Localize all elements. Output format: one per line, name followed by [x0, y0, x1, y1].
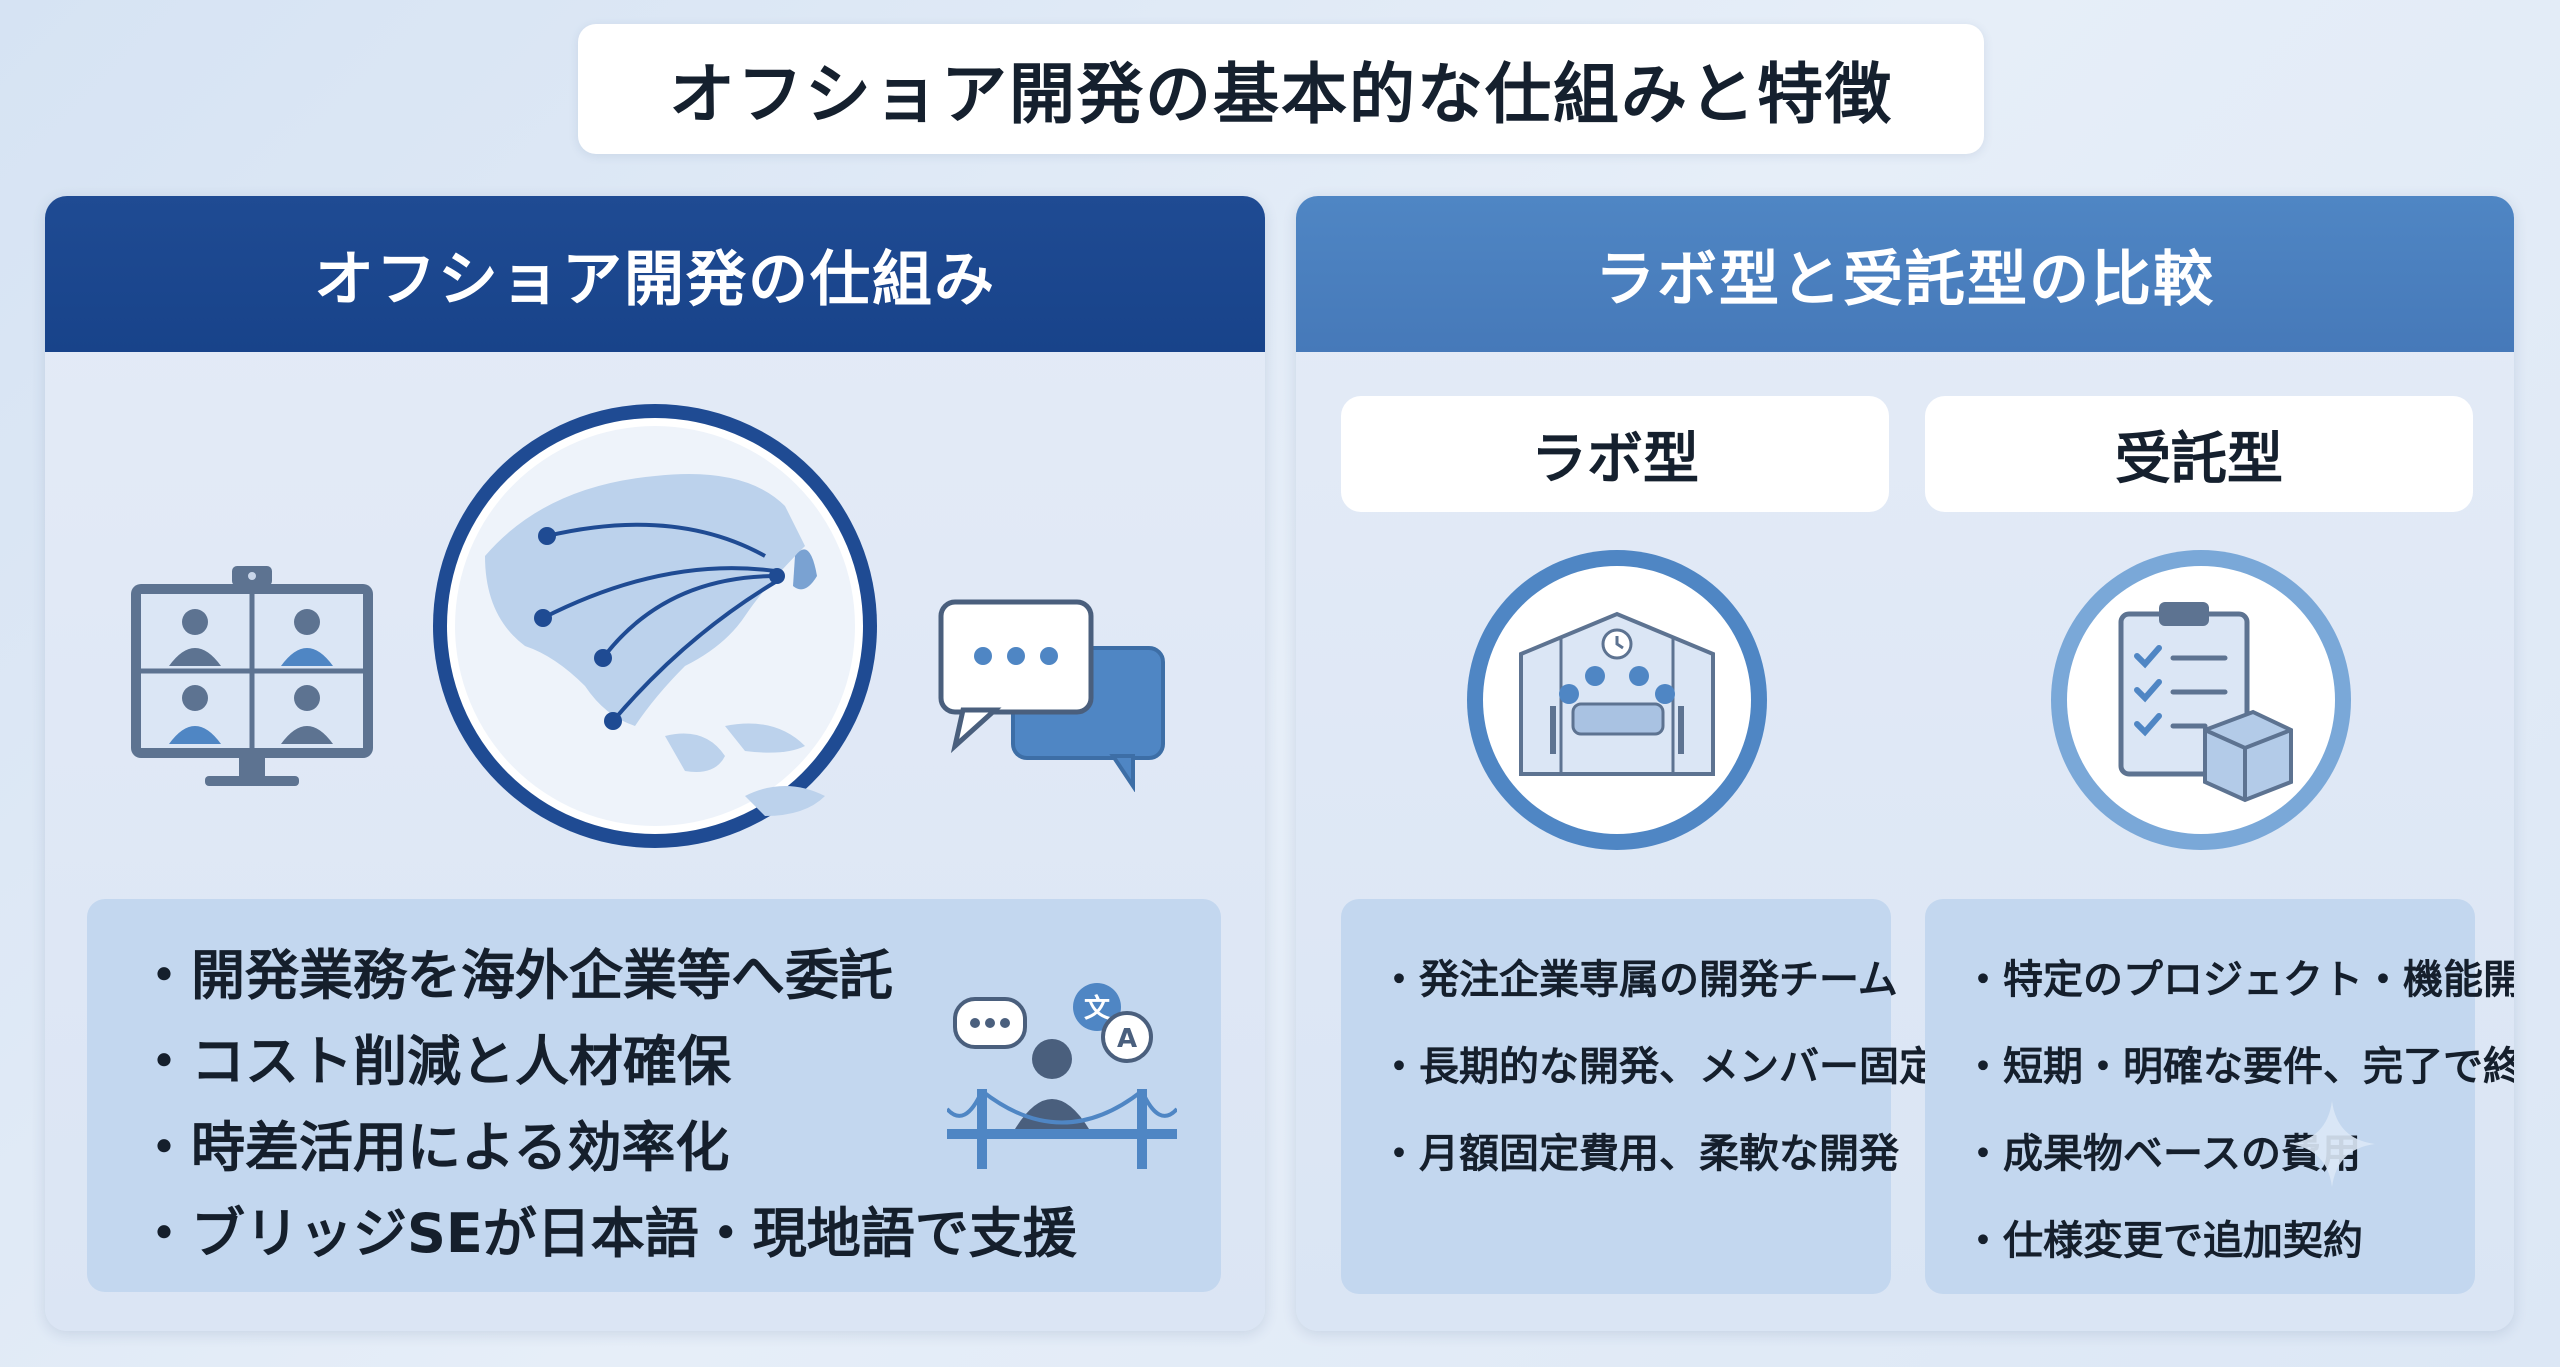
list-item: ・長期的な開発、メンバー固定: [1379, 1044, 1939, 1090]
list-item: ・仕様変更で追加契約: [1963, 1218, 2363, 1264]
panel-header-comparison: ラボ型と受託型の比較: [1296, 196, 2514, 352]
list-item: ・成果物ベースの費用: [1963, 1131, 2361, 1177]
clipboard-package-icon: [2051, 550, 2351, 850]
bridge-se-icon: 文 A: [947, 983, 1177, 1169]
list-item: ・月額固定費用、柔軟な開発: [1379, 1131, 1899, 1177]
list-item: ・短期・明確な要件、完了で終了: [1963, 1044, 2514, 1090]
contract-type-label: 受託型: [1925, 396, 2473, 512]
lab-feature-list: ・発注企業専属の開発チーム ・長期的な開発、メンバー固定 ・月額固定費用、柔軟な…: [1341, 899, 1939, 1294]
mechanism-list: ・開発業務を海外企業等へ委託 ・コスト削減と人材確保 ・時差活用による効率化 ・…: [87, 899, 1221, 1292]
list-item: ・ブリッジSEが日本語・現地語で支援: [137, 1202, 1077, 1265]
svg-text:A: A: [1117, 1024, 1137, 1054]
list-item: ・特定のプロジェクト・機能開発: [1963, 957, 2514, 1003]
chat-bubbles-icon: [938, 599, 1165, 792]
team-meeting-icon: [1467, 550, 1767, 850]
contract-feature-list: ・特定のプロジェクト・機能開発 ・短期・明確な要件、完了で終了 ・成果物ベースの…: [1925, 899, 2514, 1294]
title-box: オフショア開発の基本的な仕組みと特徴: [578, 24, 1984, 154]
globe-icon: [433, 404, 877, 848]
list-item: ・コスト削減と人材確保: [137, 1030, 731, 1093]
page-title: オフショア開発の基本的な仕組みと特徴: [669, 56, 1893, 133]
video-conference-icon: [131, 566, 373, 786]
svg-text:文: 文: [1084, 993, 1111, 1024]
list-item: ・発注企業専属の開発チーム: [1379, 957, 1898, 1003]
panel-header-mechanism: オフショア開発の仕組み: [45, 196, 1265, 352]
lab-vs-contract-panel: ラボ型と受託型の比較 ラボ型 受託型: [1296, 196, 2514, 1331]
list-item: ・開発業務を海外企業等へ委託: [137, 944, 893, 1007]
sparkle-icon: [2289, 1101, 2375, 1187]
lab-type-label: ラボ型: [1341, 396, 1889, 512]
offshore-mechanism-panel: オフショア開発の仕組み: [45, 196, 1265, 1331]
list-item: ・時差活用による効率化: [137, 1116, 730, 1179]
